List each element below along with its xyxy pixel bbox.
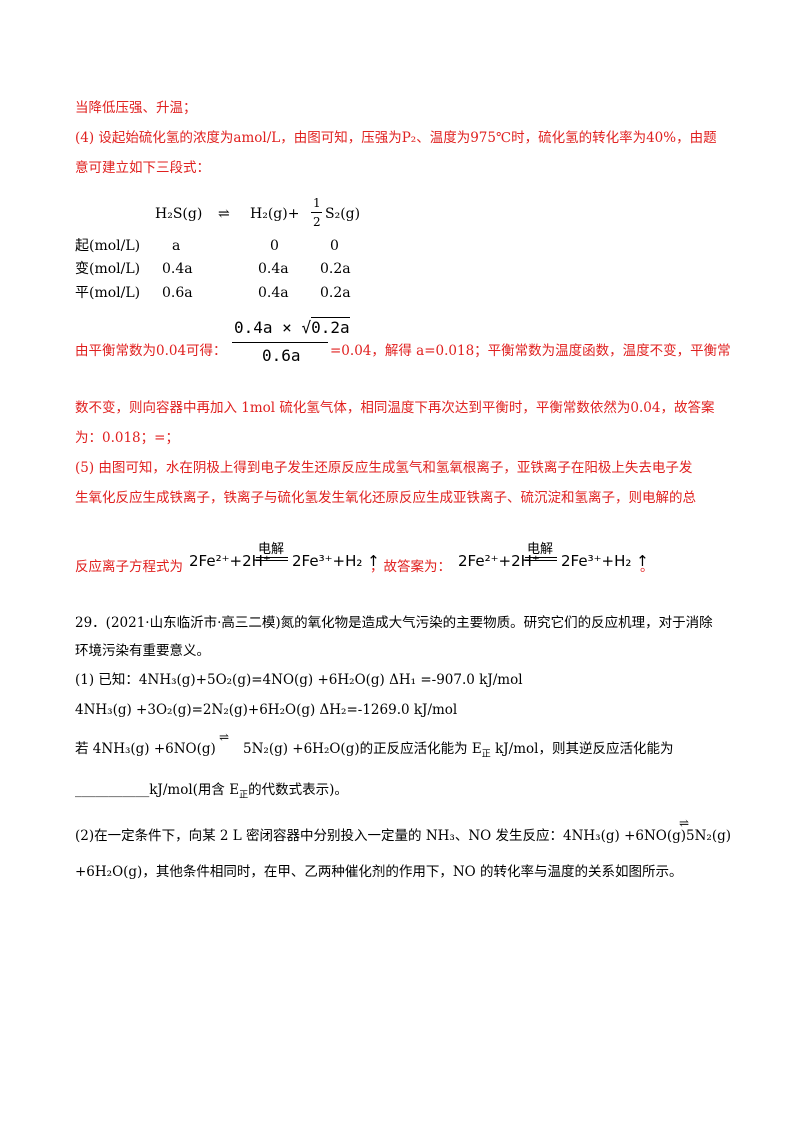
row-value: 0.4a — [258, 285, 289, 301]
text-line: 当降低压强、升温； — [75, 100, 197, 116]
text-line: 数不变，则向容器中再加入 1mol 硫化氢气体，相同温度下再次达到平衡时，平衡常… — [75, 400, 715, 416]
question-text: 4NH₃(g) +3O₂(g)=2N₂(g)+6H₂O(g) ΔH₂=-1269… — [75, 702, 458, 718]
row-label: 起(mol/L) — [75, 238, 141, 254]
row-value: 0 — [270, 238, 279, 254]
question-text: +6H₂O(g)，其他条件相同时，在甲、乙两种催化剂的作用下，NO 的转化率与温… — [75, 864, 683, 880]
subscript: 正 — [239, 790, 249, 801]
question-text: ___________kJ/mol(用含 E正的代数式表示)。 — [75, 780, 348, 800]
product-1: H₂(g)+ — [250, 206, 300, 222]
text-line: 意可建立如下三段式： — [75, 160, 210, 176]
subscript: 正 — [481, 749, 491, 760]
electrolysis-label: 电解 — [258, 542, 285, 557]
fraction-numerator: 0.4a × √0.2a — [234, 317, 350, 337]
question-text: 29．(2021·山东临沂市·高三二模)氮的氧化物是造成大气污染的主要物质。研究… — [75, 615, 713, 631]
question-text: (1) 已知：4NH₃(g)+5O₂(g)=4NO(g) +6H₂O(g) ΔH… — [75, 672, 523, 688]
question-text: 若 4NH₃(g) +6NO(g) — [75, 741, 216, 757]
equilibrium-arrow: ⇌ — [218, 206, 230, 222]
text-line: ，故答案为： — [370, 559, 451, 575]
question-text: 环境污染有重要意义。 — [75, 643, 210, 659]
text-span: 5N₂(g) +6H₂O(g)的正反应活化能为 E — [243, 741, 482, 757]
half-numerator: 1 — [313, 196, 321, 210]
row-value: a — [172, 238, 181, 254]
half-denominator: 2 — [313, 215, 321, 229]
text-line: 由平衡常数为0.04可得： — [75, 343, 227, 359]
text-line: 为：0.018；=； — [75, 430, 179, 446]
text-span: kJ/mol，则其逆反应活化能为 — [495, 741, 674, 757]
equation-left: 2Fe²⁺+2H⁺ — [189, 552, 271, 570]
equation-left: 2Fe²⁺+2H⁺ — [458, 552, 540, 570]
sqrt-content: 0.2a — [311, 317, 350, 337]
row-value: 0 — [330, 238, 339, 254]
row-value: 0.2a — [320, 261, 351, 277]
answer-blank[interactable]: ___________kJ/mol(用含 E — [75, 782, 240, 798]
row-label: 平(mol/L) — [75, 285, 141, 301]
row-value: 0.6a — [162, 285, 193, 301]
text-line: 生氧化反应生成铁离子，铁离子与硫化氢发生氧化还原反应生成亚铁离子、硫沉淀和氢离子… — [75, 490, 696, 506]
row-label: 变(mol/L) — [75, 261, 141, 277]
text-line: 反应离子方程式为 — [75, 559, 183, 575]
row-value: 0.4a — [258, 261, 289, 277]
sqrt-icon: √0.2a — [301, 317, 350, 337]
equals-arrow — [256, 557, 288, 561]
numerator-left: 0.4a × — [234, 318, 292, 337]
text-line: 。 — [640, 559, 654, 575]
question-text: 5N₂(g) — [686, 828, 731, 844]
equals-arrow — [525, 557, 557, 561]
question-text: (2)在一定条件下，向某 2 L 密闭容器中分别投入一定量的 NH₃、NO 发生… — [75, 828, 687, 844]
fraction-denominator: 0.6a — [262, 346, 301, 365]
text-line: (5) 由图可知，水在阴极上得到电子发生还原反应生成氢气和氢氧根离子，亚铁离子在… — [75, 460, 693, 476]
question-text: 5N₂(g) +6H₂O(g)的正反应活化能为 E正 kJ/mol，则其逆反应活… — [243, 739, 673, 759]
text-line: (4) 设起始硫化氢的浓度为amol/L，由图可知，压强为P₂、温度为975℃时… — [75, 130, 717, 146]
product-2: S₂(g) — [325, 206, 361, 222]
fraction-bar — [232, 342, 328, 343]
row-value: 0.4a — [162, 261, 193, 277]
reversible-arrow-icon: ⇌ — [219, 730, 230, 744]
text-line: =0.04，解得 a=0.018；平衡常数为温度函数，温度不变，平衡常 — [330, 343, 731, 359]
equation-right: 2Fe³⁺+H₂ ↑ — [292, 552, 380, 570]
text-span: 的代数式表示)。 — [248, 782, 348, 798]
row-value: 0.2a — [320, 285, 351, 301]
equation-right: 2Fe³⁺+H₂ ↑ — [561, 552, 649, 570]
fraction-bar — [311, 212, 322, 213]
reversible-arrow-icon: ⇌ — [679, 816, 690, 830]
reactant: H₂S(g) — [155, 206, 203, 222]
electrolysis-label: 电解 — [527, 542, 554, 557]
